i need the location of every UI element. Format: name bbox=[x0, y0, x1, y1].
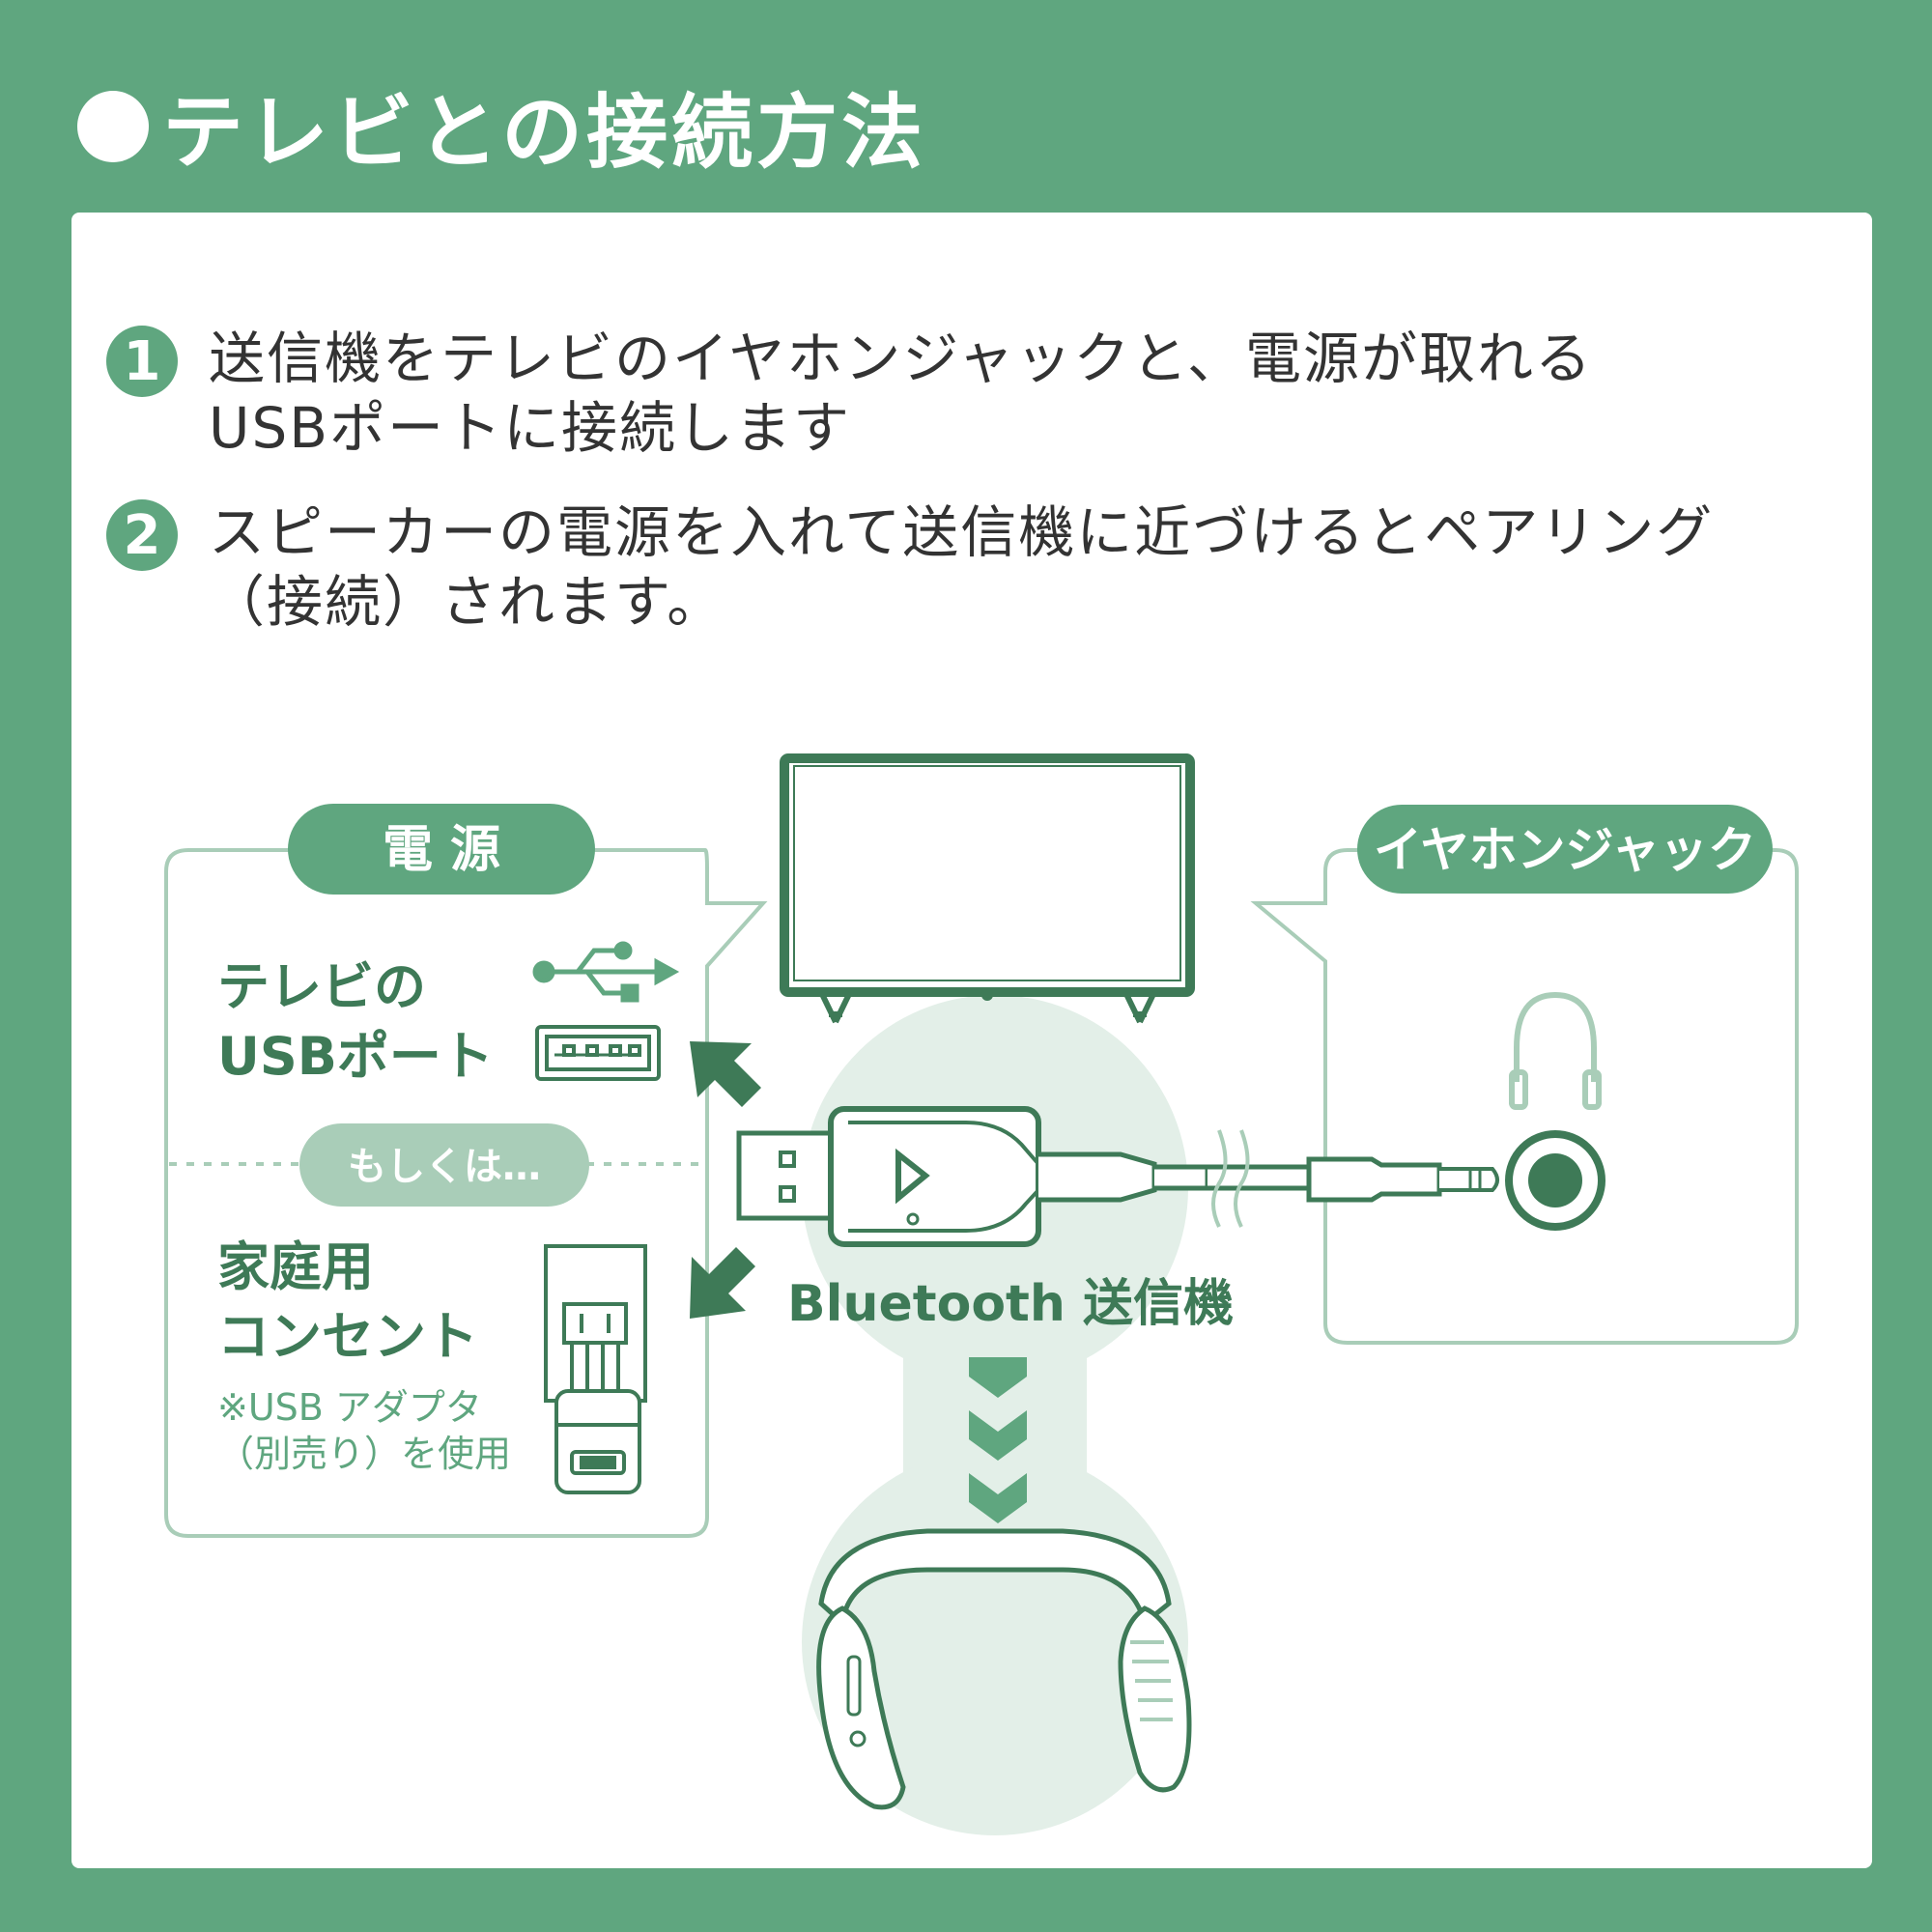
neck-speaker-icon bbox=[816, 1528, 1192, 1810]
arrow-to-outlet-icon bbox=[690, 1247, 755, 1319]
tv-icon bbox=[780, 753, 1195, 1024]
jack-header-pill bbox=[1357, 805, 1773, 894]
page-title-text: テレビとの接続方法 bbox=[162, 85, 927, 180]
bullet-circle-icon bbox=[77, 90, 149, 162]
audio-jack-port-icon bbox=[1505, 1130, 1605, 1231]
usb-port-icon bbox=[535, 1025, 661, 1081]
adapter-note-2: （別売り）を使用 bbox=[217, 1433, 511, 1475]
step-1-number: 1 bbox=[106, 326, 178, 397]
outlet-label-2: コンセント bbox=[217, 1306, 478, 1367]
power-header-pill bbox=[288, 804, 595, 895]
step-1-text: 送信機をテレビのイヤホンジャックと、電源が取れるUSBポートに接続します bbox=[209, 326, 1594, 461]
headphone-icon bbox=[1509, 991, 1602, 1110]
jack-header: イヤホンジャック bbox=[1374, 822, 1756, 878]
earphone-jack-box: イヤホンジャック bbox=[1250, 805, 1799, 1345]
transmitter-label: Bluetooth 送信機 bbox=[787, 1275, 1234, 1333]
page-title: テレビとの接続方法 bbox=[77, 68, 926, 185]
usb-symbol-icon bbox=[532, 941, 680, 1003]
ac-adapter-icon bbox=[544, 1244, 647, 1494]
step-1: 1 送信機をテレビのイヤホンジャックと、電源が取れるUSBポートに接続します bbox=[106, 324, 1748, 463]
usb-port-label-1: テレビの bbox=[217, 956, 426, 1017]
or-pill bbox=[299, 1123, 589, 1207]
or-label: もしくは… bbox=[348, 1145, 541, 1189]
step-2-text: スピーカーの電源を入れて送信機に近づけるとペアリング（接続）されます。 bbox=[209, 499, 1715, 635]
bluetooth-transmitter-icon bbox=[736, 1106, 1499, 1247]
adapter-note-1: ※USB アダプタ bbox=[217, 1386, 482, 1429]
power-header: 電 源 bbox=[383, 821, 500, 879]
power-box: 電 源 テレビの USBポート もしくは… 家庭用 コンセント ※USB アダプ… bbox=[164, 804, 768, 1538]
step-2-number: 2 bbox=[106, 499, 178, 571]
outlet-label-1: 家庭用 bbox=[217, 1236, 374, 1297]
signal-chevrons-icon bbox=[969, 1357, 1027, 1523]
usb-port-label-2: USBポート bbox=[217, 1026, 494, 1087]
step-2: 2 スピーカーの電源を入れて送信機に近づけるとペアリング（接続）されます。 bbox=[106, 497, 1748, 637]
arrow-to-usb-icon bbox=[690, 1041, 761, 1107]
